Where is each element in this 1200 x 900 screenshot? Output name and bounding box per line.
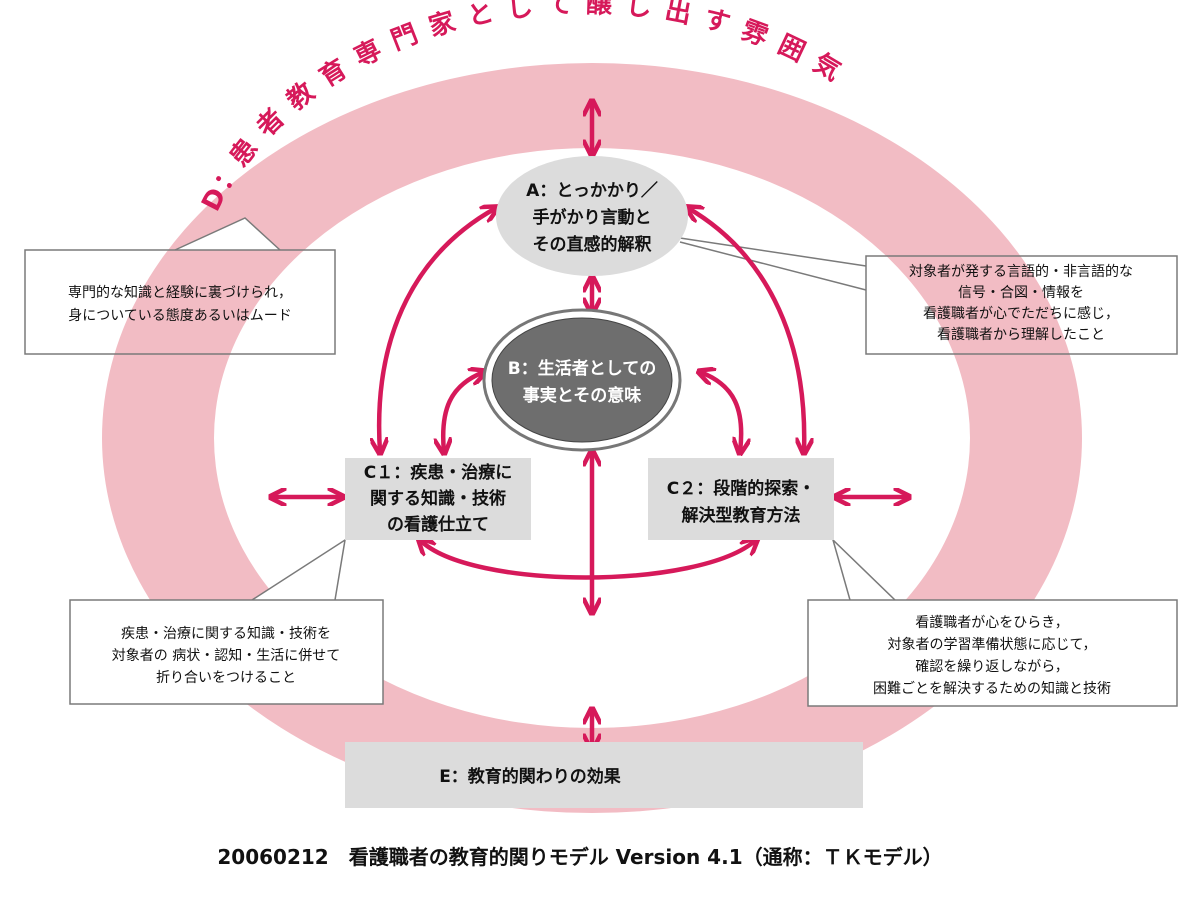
node-a-line: 手がかり言動と — [533, 207, 652, 228]
callout-c2-line: 対象者の学習準備状態に応じて， — [887, 637, 1096, 653]
callout-c1-line: 疾患・治療に関する知識・技術を — [121, 625, 331, 642]
node-c1-line: C１：疾患・治療に — [364, 462, 512, 483]
callout-d-line: 専門的な知識と経験に裏づけられ， — [68, 284, 292, 301]
callout-d-line: 身についている態度あるいはムード — [68, 308, 292, 324]
callout-c2-line: 困難ごとを解決するための知識と技術 — [873, 680, 1111, 697]
callout-c2-line: 確認を繰り返しながら， — [915, 659, 1069, 675]
callout-a-box — [865, 255, 1178, 355]
callout-a-line: 看護職者が心でただちに感じ， — [923, 305, 1119, 322]
node-c1-line: 関する知識・技術 — [370, 488, 506, 509]
node-a-line: その直感的解釈 — [533, 234, 653, 255]
node-a-line: A：とっかかり／ — [526, 180, 658, 201]
node-c1 — [345, 458, 531, 540]
callout-c1-line: 折り合いをつけること — [156, 670, 296, 686]
node-b — [491, 317, 673, 443]
callout-c2-line: 看護職者が心をひらき， — [915, 615, 1069, 631]
callout-d-box — [24, 249, 336, 355]
callout-c1-line: 対象者の 病状・認知・生活に併せて — [112, 647, 340, 664]
node-a — [496, 156, 688, 276]
callout-a-line: 看護職者から理解したこと — [937, 327, 1105, 343]
node-e-label: E：教育的関わりの効果 — [439, 766, 621, 787]
callout-a-line: 信号・合図・情報を — [958, 285, 1084, 301]
callout-pointers — [174, 217, 896, 601]
callout-c1-box — [69, 599, 384, 705]
node-e — [345, 742, 863, 808]
node-b-line: B：生活者としての — [508, 358, 656, 379]
callout-c2-box — [807, 599, 1178, 707]
node-c2 — [648, 458, 834, 540]
caption: 20060212 看護職者の教育的関りモデル Version 4.1（通称：ＴＫ… — [217, 845, 942, 869]
node-c2-line: 解決型教育方法 — [682, 505, 801, 526]
callout-a-line: 対象者が発する言語的・非言語的な — [909, 264, 1133, 280]
node-c1-line: の看護仕立て — [387, 514, 489, 535]
node-c2-line: C２：段階的探索・ — [667, 478, 815, 499]
node-b-line: 事実とその意味 — [523, 385, 642, 406]
arrows — [272, 102, 908, 748]
